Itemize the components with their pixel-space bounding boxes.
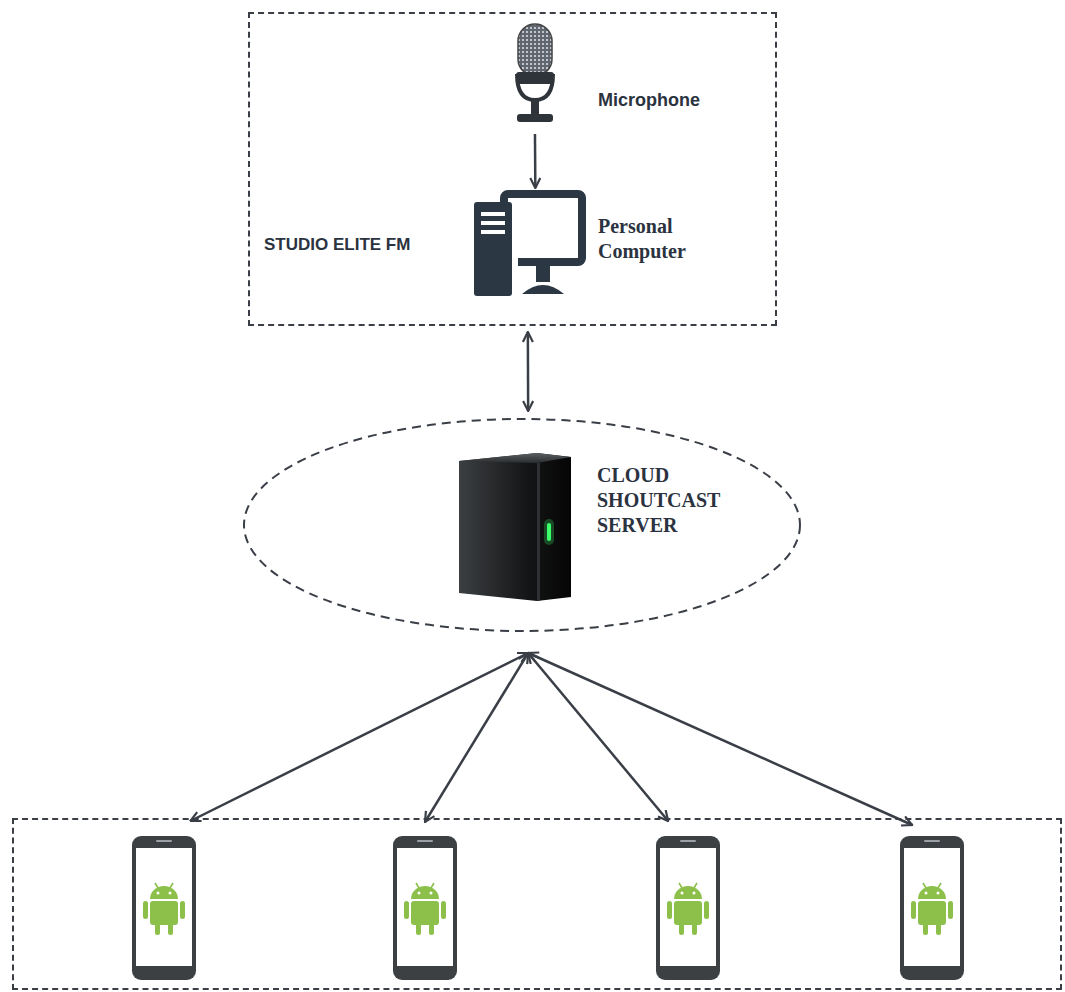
android-phone — [131, 835, 197, 981]
cloud-ellipse: CLOUD SHOUTCAST SERVER — [242, 417, 802, 633]
arrow-connector — [527, 332, 530, 411]
arrow-connector — [534, 134, 537, 188]
phone-icon — [392, 835, 458, 981]
phone-icon — [131, 835, 197, 981]
studio-box: STUDIO ELITE FM MicrophonePersonal Comput… — [248, 12, 777, 326]
arrow-connector — [528, 653, 912, 825]
android-phone — [899, 835, 965, 981]
phone-icon — [131, 835, 197, 985]
computer-icon — [470, 190, 586, 304]
microphone-icon — [505, 22, 565, 134]
cloud-server-label: CLOUD SHOUTCAST SERVER — [597, 463, 720, 538]
microphone-label: Microphone — [598, 89, 700, 112]
computer-label: Personal Computer — [598, 214, 686, 264]
phone-icon — [899, 835, 965, 985]
arrow-connector — [190, 653, 528, 821]
microphone-icon — [505, 22, 565, 138]
studio-label: STUDIO ELITE FM — [264, 234, 410, 255]
phone-icon — [392, 835, 458, 985]
computer-icon — [470, 190, 586, 300]
server-icon — [453, 447, 577, 603]
phone-icon — [899, 835, 965, 981]
devices-box — [12, 818, 1062, 990]
phone-icon — [655, 835, 721, 981]
arrow-connector — [425, 653, 528, 822]
server-icon — [453, 447, 577, 607]
android-phone — [655, 835, 721, 981]
computer-node: Personal Computer — [468, 190, 730, 300]
android-phone — [392, 835, 458, 981]
phone-icon — [655, 835, 721, 985]
microphone-node: Microphone — [500, 22, 730, 132]
arrow-connector — [528, 653, 668, 821]
